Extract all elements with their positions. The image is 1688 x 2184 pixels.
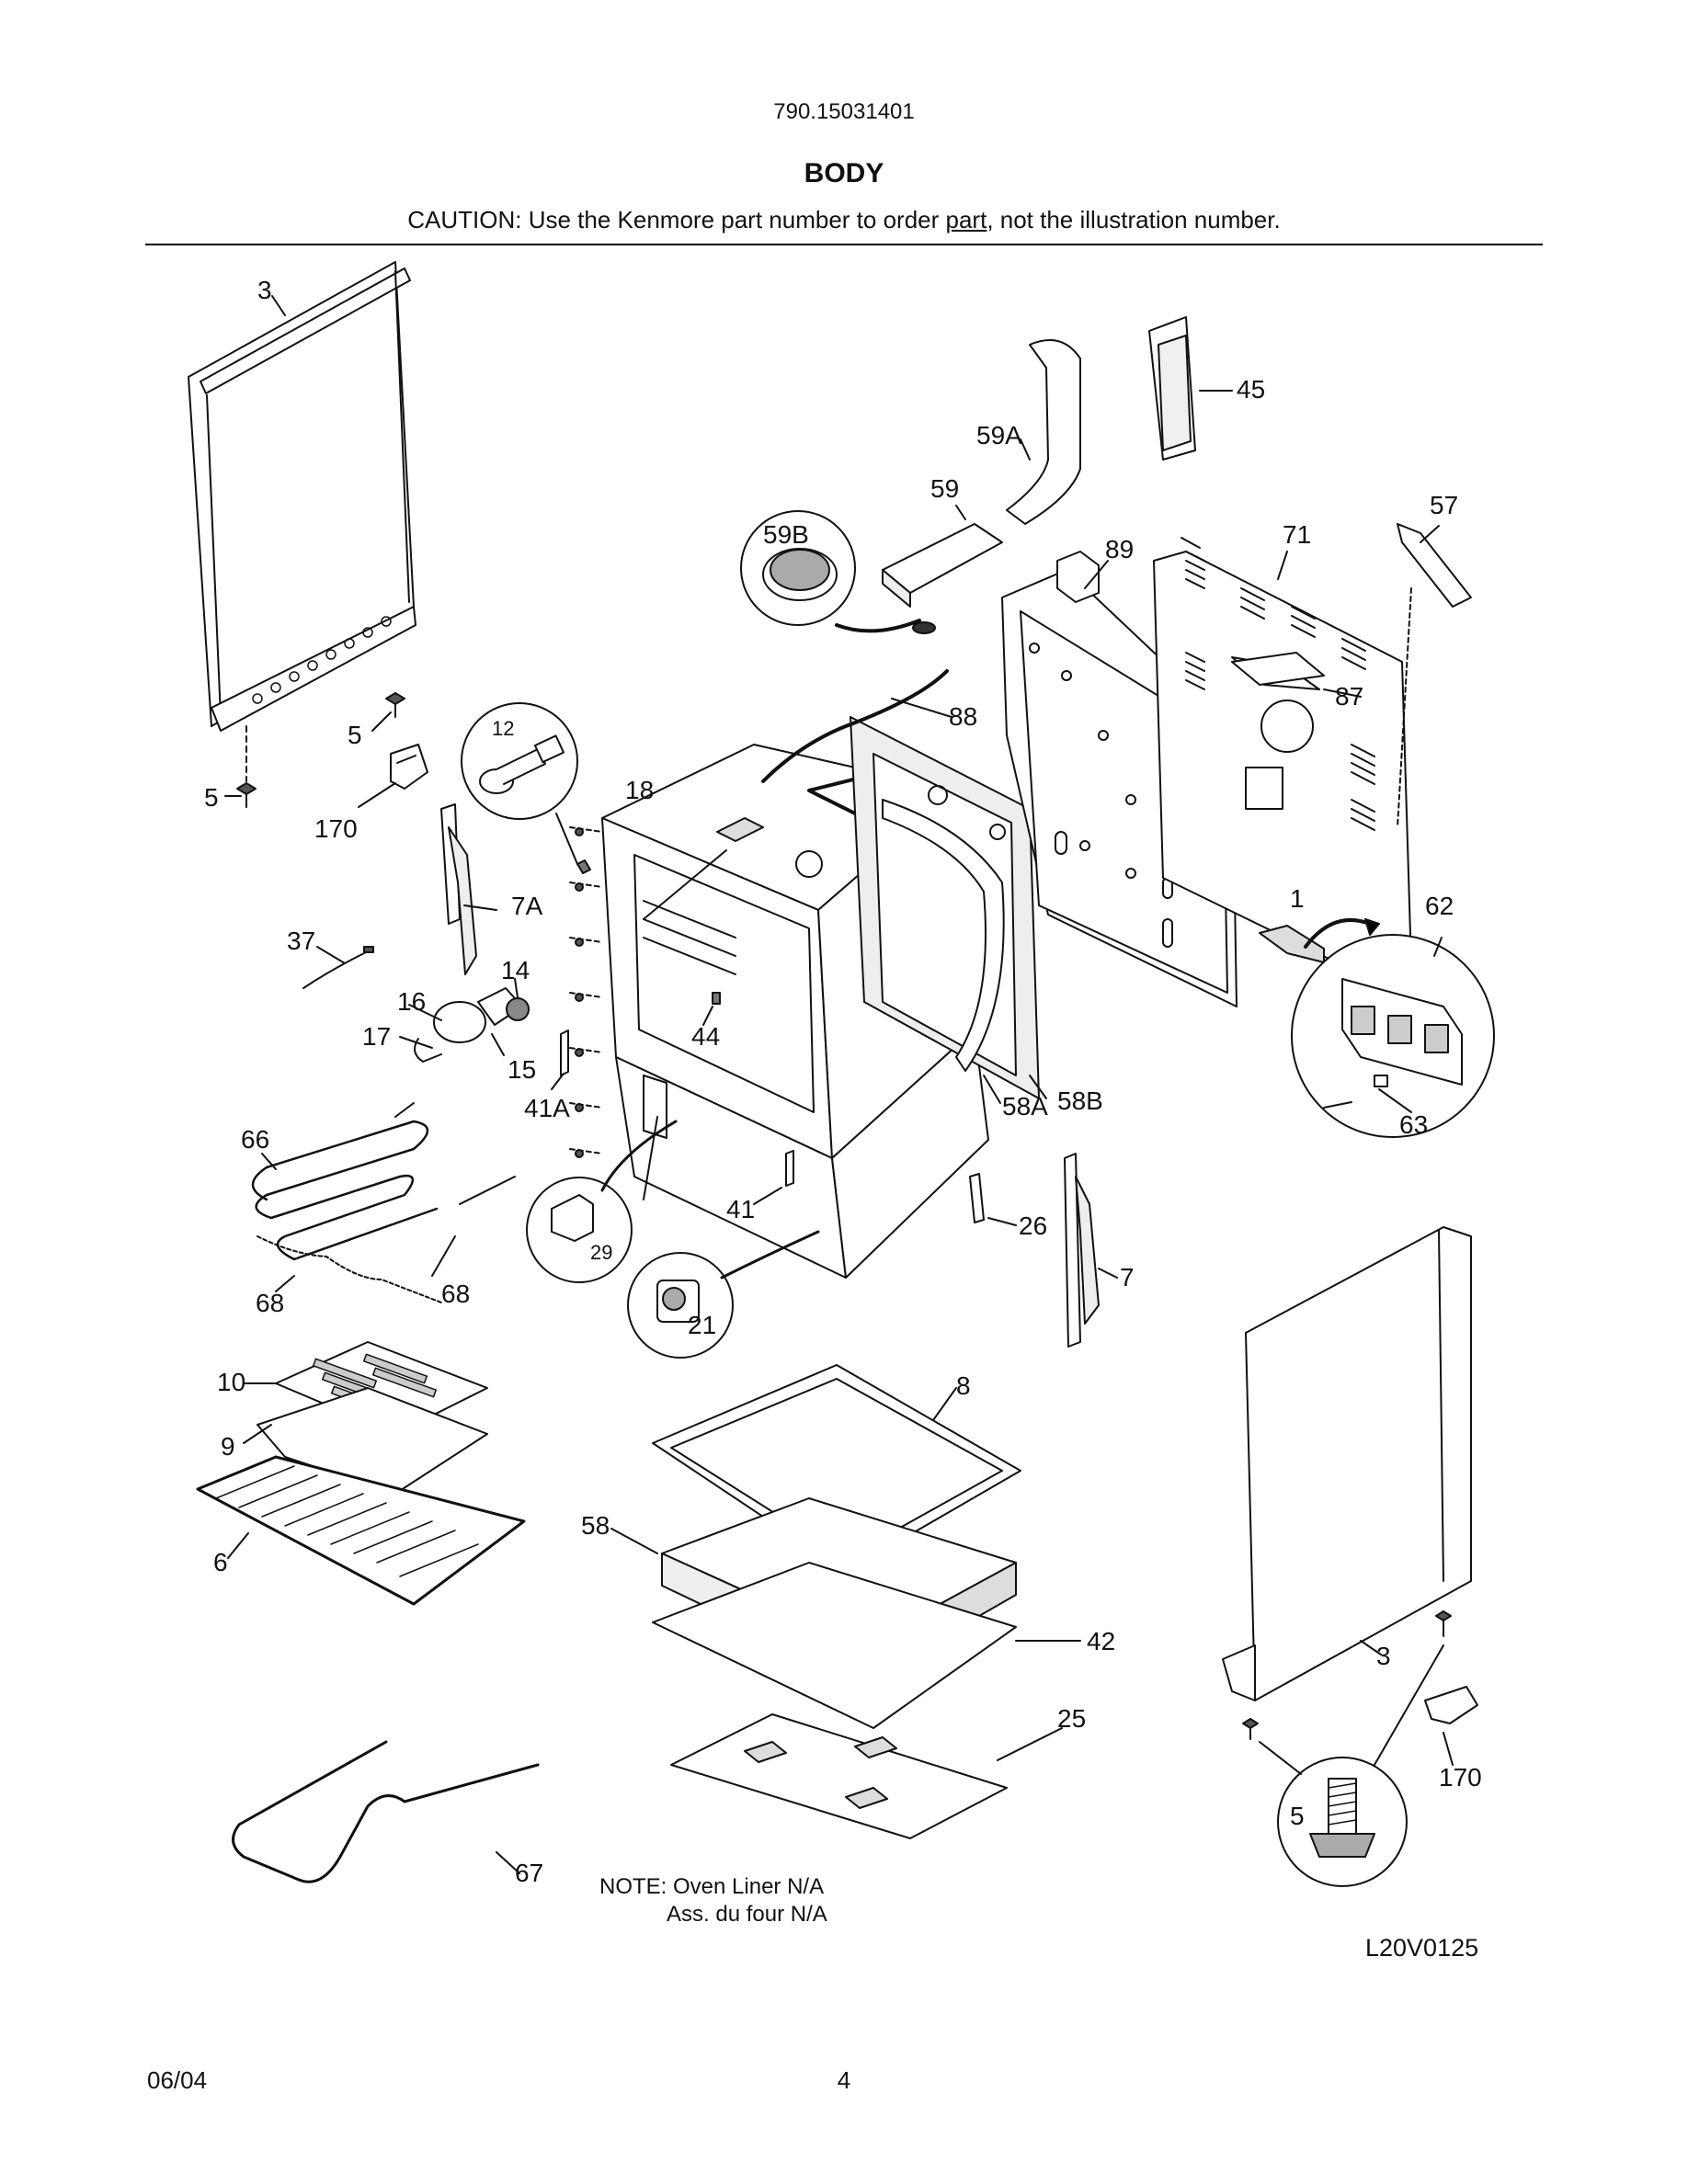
callout-3-bottom: 3	[1376, 1642, 1391, 1670]
section-title: BODY	[804, 158, 884, 188]
callout-14: 14	[501, 956, 530, 984]
caution-suffix: , not the illustration number.	[987, 206, 1281, 233]
side-panel-left	[188, 261, 416, 732]
drawing-id: L20V0125	[1365, 1934, 1479, 1962]
duct-59A	[1006, 339, 1081, 525]
duct-59	[882, 505, 1003, 608]
wires-68	[257, 1235, 456, 1303]
bottom-panel-42	[652, 1562, 1081, 1729]
broiler-pan-10-9	[243, 1341, 488, 1495]
bottom-cover-25	[670, 1713, 1063, 1839]
callout-66: 66	[241, 1125, 270, 1154]
callout-21: 21	[688, 1311, 717, 1339]
callout-7A: 7A	[511, 892, 543, 920]
caution-text: CAUTION: Use the Kenmore part number to …	[0, 206, 1688, 234]
clip-41A	[551, 1029, 569, 1090]
wire-harness-88	[761, 669, 952, 783]
callout-16: 16	[397, 987, 427, 1016]
bracket-170-right	[1242, 1610, 1478, 1766]
bracket-87	[1231, 652, 1325, 686]
callout-1: 1	[1290, 884, 1305, 913]
note-line-2: Ass. du four N/A	[667, 1902, 827, 1927]
callout-59B: 59B	[763, 520, 809, 549]
footer-date: 06/04	[147, 2066, 208, 2094]
callout-6: 6	[213, 1548, 228, 1576]
caution-prefix: CAUTION: Use the Kenmore part number to …	[407, 206, 946, 233]
callout-58B: 58B	[1057, 1086, 1103, 1115]
detail-circle-5	[1259, 1644, 1444, 1887]
callout-5-c: 5	[1290, 1802, 1305, 1830]
callout-44: 44	[691, 1022, 721, 1051]
callout-37: 37	[287, 927, 316, 955]
callout-9: 9	[221, 1432, 235, 1461]
callout-7: 7	[1120, 1263, 1135, 1291]
detail-circle-29	[526, 1120, 678, 1283]
callout-17: 17	[362, 1022, 392, 1051]
callout-8: 8	[956, 1371, 971, 1400]
bracket-170-left	[358, 744, 428, 808]
callout-89: 89	[1105, 535, 1135, 563]
callout-26: 26	[1019, 1211, 1048, 1240]
callout-18: 18	[625, 776, 655, 804]
hinge-7A	[440, 803, 497, 975]
callout-15: 15	[508, 1055, 537, 1084]
vent-duct-45	[1148, 316, 1233, 461]
callout-25: 25	[1057, 1704, 1087, 1733]
callout-59: 59	[930, 474, 960, 503]
bake-element-67	[232, 1740, 540, 1883]
callout-68-a: 68	[256, 1289, 285, 1317]
callout-3-top: 3	[257, 276, 272, 304]
sensor-wire-37	[302, 946, 374, 989]
callout-170-right: 170	[1439, 1763, 1482, 1792]
oven-rack-6	[196, 1455, 526, 1606]
bracket-89	[1056, 551, 1109, 603]
oven-light-assembly	[399, 978, 530, 1063]
footer-page-number: 4	[837, 2066, 851, 2094]
detail-circle-62	[1291, 934, 1495, 1138]
caution-underlined-word: part	[945, 206, 987, 233]
hinge-7	[1064, 1153, 1118, 1348]
broil-element-66	[251, 1102, 516, 1261]
callout-29: 29	[590, 1241, 613, 1264]
callout-57: 57	[1430, 491, 1459, 519]
callout-58: 58	[581, 1511, 610, 1540]
detail-circle-21	[627, 1230, 820, 1359]
callout-41A: 41A	[524, 1094, 570, 1122]
bracket-26	[969, 1173, 1017, 1226]
callout-10: 10	[217, 1368, 246, 1396]
callout-62: 62	[1425, 892, 1454, 920]
callout-42: 42	[1087, 1627, 1116, 1655]
callout-67: 67	[515, 1859, 544, 1887]
callout-45: 45	[1237, 375, 1266, 404]
note-line-1: NOTE: Oven Liner N/A	[599, 1874, 825, 1899]
front-frame-58A-58B	[850, 716, 1047, 1104]
callout-59A: 59A	[976, 421, 1022, 449]
model-number: 790.15031401	[773, 99, 915, 124]
callout-87: 87	[1335, 682, 1364, 711]
callout-41: 41	[726, 1195, 756, 1223]
callout-68-b: 68	[441, 1280, 471, 1308]
callout-88: 88	[949, 702, 978, 731]
detail-circle-12	[461, 702, 591, 874]
plate-57	[1397, 523, 1472, 828]
callout-12: 12	[492, 717, 515, 740]
callout-71: 71	[1283, 520, 1312, 549]
callout-5-b: 5	[204, 783, 219, 812]
callout-63: 63	[1399, 1110, 1429, 1139]
terminal-block-62	[1259, 917, 1380, 963]
side-panel-right	[1222, 1226, 1472, 1701]
callout-5-a: 5	[348, 721, 362, 749]
header-divider	[145, 244, 1543, 245]
detail-circle-59B	[740, 510, 936, 634]
leveling-screw-5-left	[224, 692, 405, 808]
callout-170-left: 170	[314, 814, 358, 843]
callout-58A: 58A	[1002, 1092, 1048, 1120]
